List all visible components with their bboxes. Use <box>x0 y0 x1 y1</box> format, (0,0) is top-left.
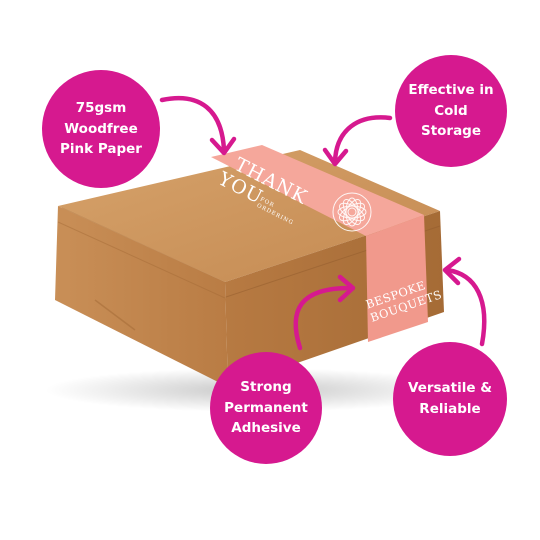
arrow-2 <box>332 115 393 165</box>
callout-line: Effective in <box>408 81 494 98</box>
callout-line: Storage <box>420 123 482 140</box>
callout-line: Versatile & <box>407 380 492 397</box>
callout-line: Woodfree <box>64 120 138 137</box>
box-front-crease-2 <box>94 299 136 331</box>
callout-versatile: Versatile & Reliable <box>393 342 507 456</box>
arrow-1 <box>159 95 227 153</box>
arrow-3 <box>293 285 353 351</box>
callout-line: Cold <box>434 102 468 119</box>
arrow-3-head <box>337 274 356 303</box>
arrow-4 <box>444 267 487 347</box>
callout-line: 75gsm <box>75 99 127 116</box>
callout-line: Strong <box>240 378 292 395</box>
box-front-crease <box>57 221 226 299</box>
box-front <box>55 206 228 387</box>
callout-line: Permanent <box>224 399 308 416</box>
band-side <box>366 215 428 342</box>
flower-icon <box>332 192 372 232</box>
callout-cold-storage: Effective in Cold Storage <box>395 55 507 167</box>
arrow-2-head <box>322 147 349 167</box>
callout-line: Reliable <box>419 401 481 417</box>
callout-line: Adhesive <box>231 420 301 437</box>
callout-adhesive: Strong Permanent Adhesive <box>210 352 322 464</box>
arrow-4-head <box>442 256 462 286</box>
arrow-1-head <box>209 136 237 156</box>
callout-pink-paper: 75gsm Woodfree Pink Paper <box>42 70 160 188</box>
callout-line: Pink Paper <box>60 141 142 158</box>
